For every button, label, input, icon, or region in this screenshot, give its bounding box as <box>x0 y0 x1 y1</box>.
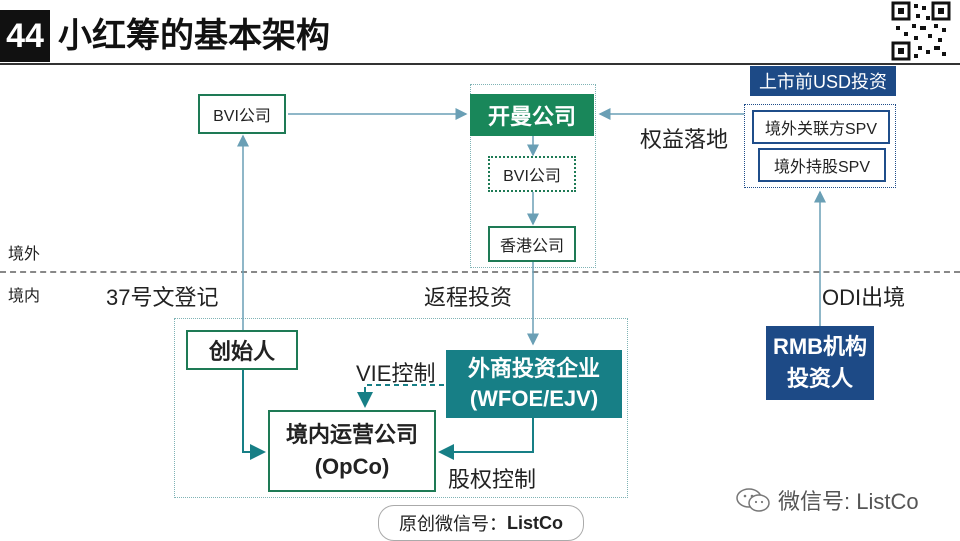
pre-ipo-usd-investment: 上市前USD投资 <box>750 66 896 96</box>
equity-control-label: 股权控制 <box>448 467 537 492</box>
original-label: 原创微信号： <box>399 514 507 534</box>
wechat-icon <box>736 488 770 512</box>
round-trip-label: 返程投资 <box>424 285 513 310</box>
offshore-related-spv: 境外关联方SPV <box>752 110 890 144</box>
rmb-line1: RMB机构 <box>772 334 868 359</box>
reg37-label: 37号文登记 <box>106 285 219 310</box>
hk-company: 香港公司 <box>488 226 576 262</box>
border-divider <box>0 271 960 273</box>
offshore-label: 境外 <box>8 246 41 263</box>
wfoe-type: (WFOE/EJV) <box>469 386 599 411</box>
slide-number: 44 <box>6 16 44 55</box>
rmb-institutional-investor: RMB机构 投资人 <box>766 326 874 400</box>
wfoe-name: 外商投资企业 <box>467 356 600 381</box>
onshore-label: 境内 <box>8 288 41 305</box>
title-divider <box>0 63 960 65</box>
opco-abbr: (OpCo) <box>314 454 390 479</box>
odi-label: ODI出境 <box>822 285 906 310</box>
qr-code-icon <box>890 0 952 62</box>
onshore-group-region <box>174 318 628 498</box>
bvi-company-mid: BVI公司 <box>488 156 576 192</box>
account-name: ListCo <box>507 512 563 533</box>
watermark-text: 微信号: ListCo <box>778 489 919 514</box>
bvi-company-left: BVI公司 <box>198 94 286 134</box>
wfoe-company: 外商投资企业 (WFOE/EJV) <box>446 350 622 418</box>
opco-name: 境内运营公司 <box>285 422 418 447</box>
arrow-equity-control <box>438 418 534 460</box>
offshore-holding-spv: 境外持股SPV <box>758 148 886 182</box>
original-account-pill: 原创微信号： ListCo <box>378 505 584 541</box>
wechat-watermark: 微信号: ListCo <box>736 484 919 516</box>
rmb-line2: 投资人 <box>786 366 853 391</box>
arrow-founder-to-opco <box>242 370 266 460</box>
founder: 创始人 <box>186 330 298 370</box>
spv-group-region <box>744 104 896 188</box>
kaiman-company: 开曼公司 <box>470 94 594 136</box>
vie-control-label: VIE控制 <box>356 361 436 386</box>
arrow-vie-control <box>357 384 444 408</box>
rights-land-label: 权益落地 <box>640 127 729 152</box>
page-title: 小红筹的基本架构 <box>58 17 330 55</box>
opco-company: 境内运营公司 (OpCo) <box>268 410 436 492</box>
slide-number-badge: 44 <box>0 10 50 62</box>
